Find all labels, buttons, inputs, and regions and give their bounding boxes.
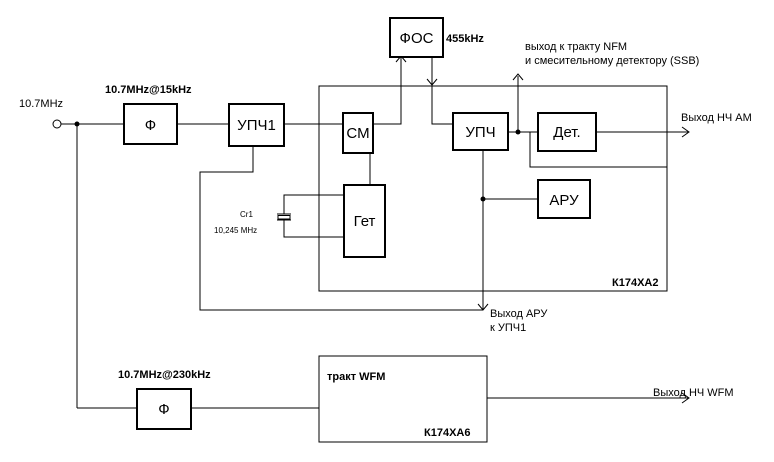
wires: [61, 57, 688, 409]
nfm-output-line2: и смесительному детектору (SSB): [525, 55, 699, 67]
mixer-block: СМ: [342, 112, 374, 154]
filter2-block: Ф: [136, 388, 192, 430]
oscillator-label: Гет: [354, 213, 376, 230]
junction-dot: [480, 196, 486, 202]
chip1-label: К174ХА2: [612, 277, 658, 289]
oscillator-block: Гет: [343, 184, 386, 258]
crystal-icon: [277, 213, 291, 221]
filter2-label: Ф: [158, 401, 169, 418]
detector-label: Дет.: [553, 124, 580, 141]
chip-k174xa6-outline: [318, 355, 488, 443]
filter2-spec: 10.7MHz@230kHz: [118, 369, 211, 381]
upch-block: УПЧ: [452, 112, 509, 151]
am-output-label: Выход НЧ АМ: [681, 112, 752, 124]
agc-output-line2: к УПЧ1: [490, 322, 526, 334]
upch1-block: УПЧ1: [228, 103, 285, 147]
input-terminal: [52, 119, 62, 129]
mixer-label: СМ: [346, 125, 369, 142]
agc-block: АРУ: [537, 179, 591, 219]
filter1-spec: 10.7MHz@15kHz: [105, 84, 192, 96]
junction-dot: [74, 121, 80, 127]
wfm-block-label: тракт WFM: [327, 371, 385, 383]
agc-output-line1: Выход АРУ: [490, 308, 548, 320]
detector-block: Дет.: [537, 112, 597, 152]
crystal-name: Cr1: [240, 210, 253, 219]
filter1-label: Ф: [145, 117, 156, 134]
filter1-block: Ф: [123, 103, 178, 145]
agc-label: АРУ: [549, 192, 579, 209]
fos-label: ФОС: [400, 30, 434, 47]
input-label: 10.7MHz: [19, 98, 63, 110]
junction-dot: [515, 129, 521, 135]
crystal-freq: 10,245 MHz: [214, 226, 257, 235]
upch-label: УПЧ: [465, 124, 495, 141]
nfm-output-line1: выход к тракту NFM: [525, 41, 627, 53]
chip2-label: К174ХА6: [424, 427, 470, 439]
arrowheads: [395, 55, 690, 404]
fos-freq: 455kHz: [446, 33, 484, 45]
fos-block: ФОС: [389, 17, 444, 58]
upch1-label: УПЧ1: [237, 117, 276, 134]
wfm-output-label: Выход НЧ WFM: [653, 387, 734, 399]
chip-k174xa2-outline: [318, 85, 668, 292]
